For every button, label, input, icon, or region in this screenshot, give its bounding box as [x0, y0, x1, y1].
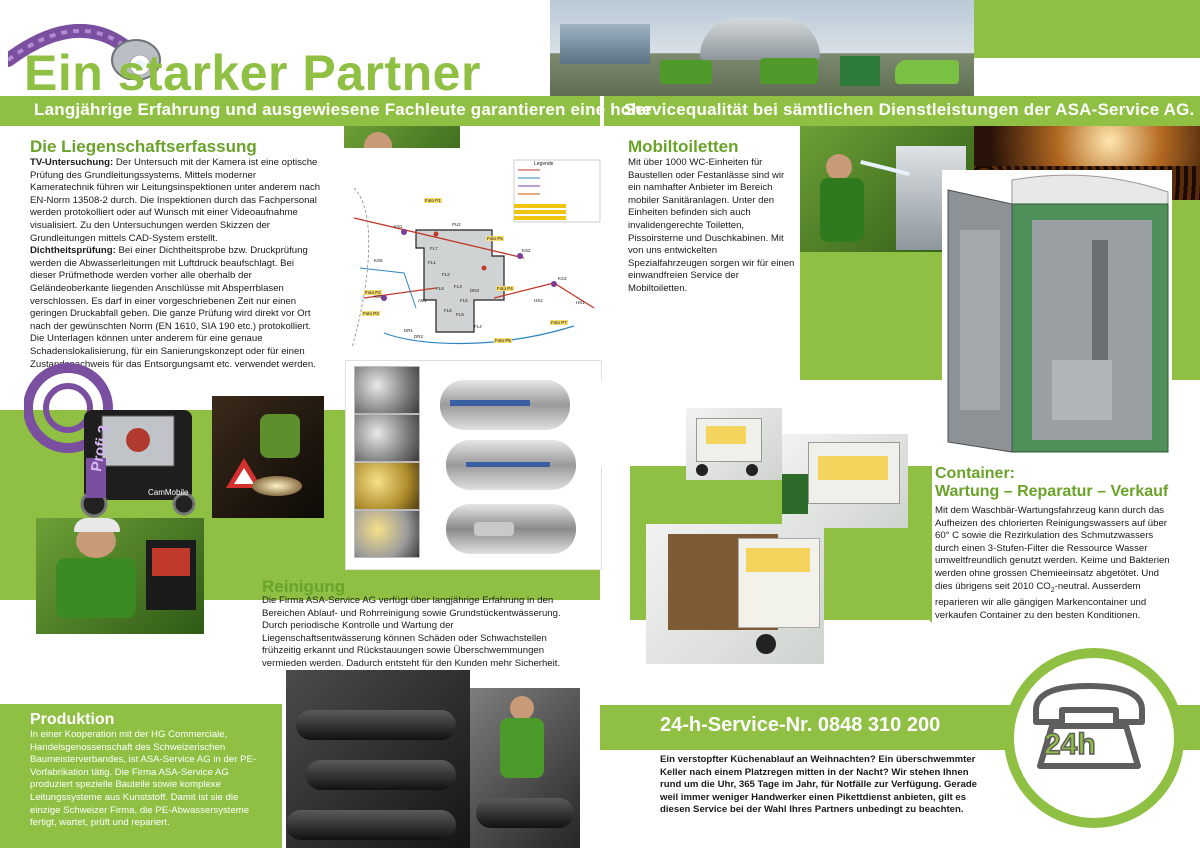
plan-photo-label: Foto P4	[496, 286, 514, 291]
night-sewer-work-photo	[212, 396, 324, 518]
produktion-text: In einer Kooperation mit der HG Commerci…	[30, 729, 257, 829]
liegenschaft-heading: Die Liegenschaftserfassung	[30, 137, 257, 156]
plan-photo-label: Foto P3	[362, 311, 380, 316]
plan-node-label: KS1	[394, 224, 403, 229]
hero-band-gap	[600, 96, 604, 126]
tv-text: Der Untersuch mit der Kamera ist eine op…	[30, 157, 321, 244]
plan-node-label: FL8	[436, 286, 444, 291]
plan-node-label: AB1	[418, 298, 427, 303]
plan-node-label: FL6	[444, 308, 452, 313]
container-heading-1: Container:	[935, 465, 1015, 482]
phone-icon	[1028, 680, 1150, 776]
plan-node-label: HS2	[534, 298, 543, 303]
container-text-b: -neutral. Ausserdem reparieren wir alle …	[935, 580, 1147, 621]
co2-subscript: 2	[1050, 586, 1055, 594]
pipe-cutaway-image	[446, 504, 576, 554]
plan-photo-label: Foto P2	[364, 290, 382, 295]
technician-screen-photo	[36, 518, 204, 634]
top-right-gap	[974, 58, 1200, 96]
camera-brand-label: CamMobile	[148, 488, 189, 497]
subtitle-right: Servicequalität bei sämtlichen Dienstlei…	[624, 100, 1195, 119]
nozzle-image	[354, 462, 420, 510]
camera-trolley-image: Profi 3 CamMobile	[23, 338, 204, 518]
nozzle-image	[354, 366, 420, 414]
plan-node-label: PU2	[452, 222, 461, 227]
stadium-vehicles-photo	[550, 0, 974, 96]
service-vehicle-photo	[646, 524, 824, 664]
service-text: Ein verstopfter Küchenablauf an Weihnach…	[660, 754, 978, 816]
page-title: Ein starker Partner	[24, 45, 481, 101]
container-text: Mit dem Waschbär-Wartungsfahrzeug kann d…	[935, 505, 1175, 622]
mobiltoiletten-text: Mit über 1000 WC-Einheiten für Baustelle…	[628, 157, 795, 294]
plan-photo-label: Foto P6	[486, 236, 504, 241]
subtitle-left: Langjährige Erfahrung und ausgewiesene F…	[34, 100, 652, 119]
top-right-accent	[974, 0, 1200, 58]
pipe-cutaway-image	[440, 380, 570, 430]
plan-node-label: FL7	[430, 246, 438, 251]
dicht-label: Dichtheitsprüfung:	[30, 245, 116, 257]
plan-node-label: FL4	[474, 324, 482, 329]
phone-badge	[1004, 648, 1184, 828]
container-heading-2: Wartung – Reparatur – Verkauf	[935, 483, 1169, 500]
site-plan: Legende Foto P1 Foto P2 Foto P3 Foto P4 …	[344, 148, 604, 356]
service-badge-label: 24h	[1043, 727, 1096, 762]
plan-node-label: FL2	[442, 272, 450, 277]
service-heading: 24-h-Service-Nr. 0848 310 200	[660, 714, 941, 736]
dicht-text: Bei einer Dichtheitsprobe bzw. Druckprüf…	[30, 245, 316, 370]
reinigung-text: Die Firma ASA-Service AG verfügt über la…	[262, 595, 561, 669]
container-text-a: Mit dem Waschbär-Wartungsfahrzeug kann d…	[935, 505, 1170, 592]
top-right-accent-2	[974, 58, 1200, 64]
tv-label: TV-Untersuchung:	[30, 157, 114, 168]
liegenschaft-text: TV-Untersuchung: Der Untersuch mit der K…	[30, 157, 322, 371]
pipe-cutaway-image	[446, 440, 576, 490]
produktion-heading: Produktion	[30, 711, 115, 728]
plan-node-label: FL1	[428, 260, 436, 265]
service-vehicle-photo	[686, 408, 782, 480]
service-vehicle-photo	[782, 434, 908, 528]
plan-node-label: KS5	[374, 258, 383, 263]
plan-node-label: KS3	[558, 276, 567, 281]
plan-node-label: KS4	[374, 294, 383, 299]
mobile-toilet-image	[942, 170, 1172, 460]
plan-node-label: HS1	[576, 300, 585, 305]
plan-node-label: FL5	[460, 298, 468, 303]
plan-node-label: DN3	[470, 288, 480, 293]
produktion-panel	[0, 704, 282, 848]
plan-photo-label: Foto P7	[550, 320, 568, 325]
welder-photo	[470, 688, 580, 848]
plan-photo-label: Foto P1	[424, 198, 442, 203]
plan-node-label: FL9	[456, 312, 464, 317]
plan-node-label: FL3	[454, 284, 462, 289]
pipe-production-photo	[286, 670, 470, 848]
nozzle-image	[354, 414, 420, 462]
plan-legend-title: Legende	[534, 161, 554, 167]
plan-node-label: KS2	[522, 248, 531, 253]
plan-photo-label: Foto P5	[494, 338, 512, 343]
plan-node-label: DR2	[414, 334, 424, 339]
camera-head-image	[1, 10, 168, 81]
plan-node-label: DR1	[404, 328, 414, 333]
nozzle-image	[354, 510, 420, 558]
mobiltoiletten-heading: Mobiltoiletten	[628, 137, 739, 156]
reinigung-heading: Reinigung	[262, 577, 346, 596]
